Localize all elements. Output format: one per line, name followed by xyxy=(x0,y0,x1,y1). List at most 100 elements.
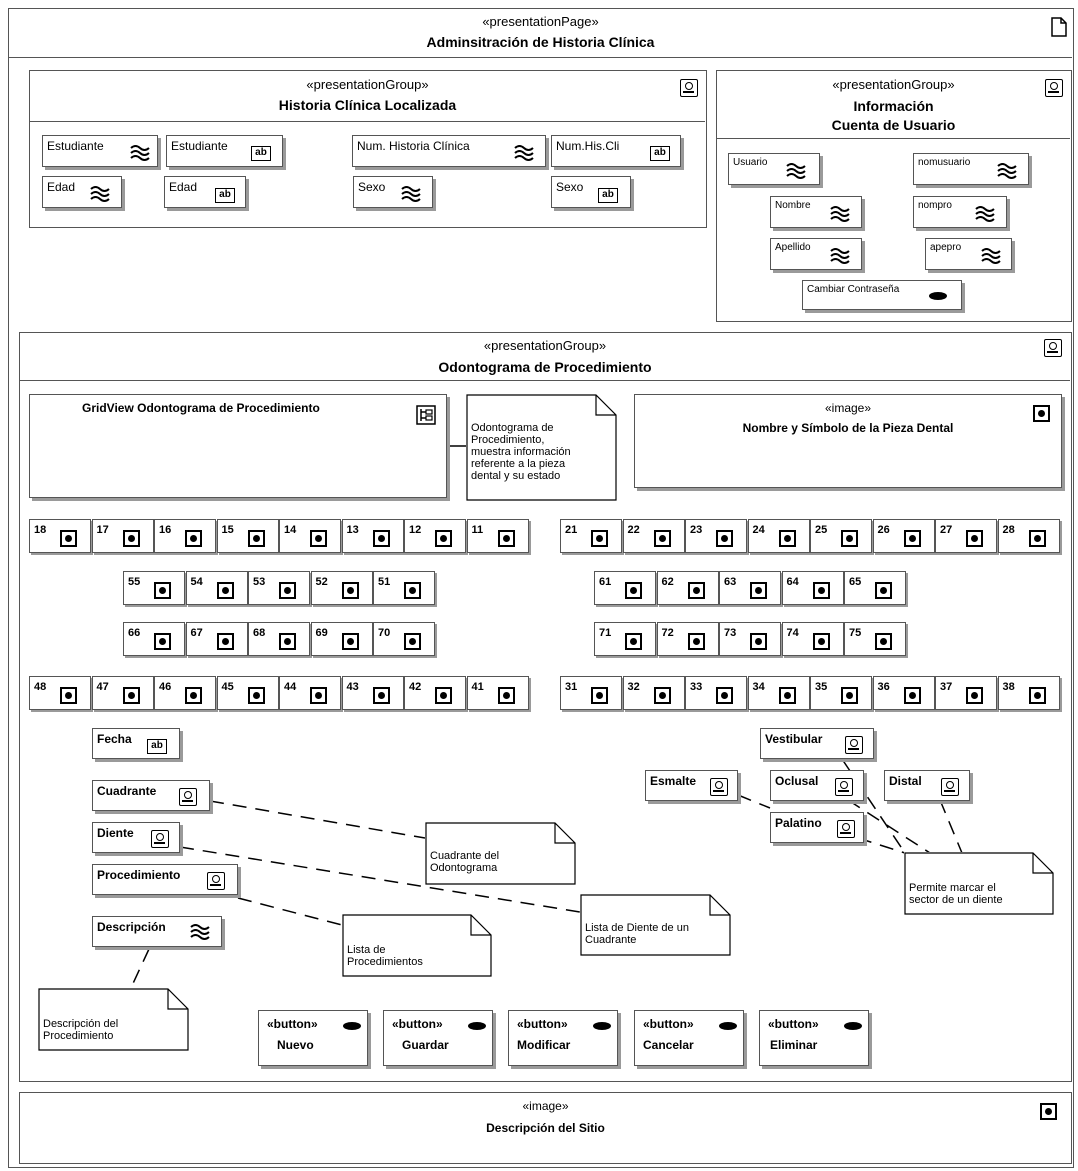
tooth-51[interactable]: 51 xyxy=(373,571,435,605)
guardar-button[interactable]: «button» Guardar xyxy=(383,1010,493,1066)
sexo-textbox[interactable]: Sexo ab xyxy=(551,176,631,208)
tooth-65[interactable]: 65 xyxy=(844,571,906,605)
vestibular-control[interactable]: Vestibular xyxy=(760,728,874,759)
tooth-68[interactable]: 68 xyxy=(248,622,310,656)
button-icon xyxy=(844,1022,862,1030)
tooth-26[interactable]: 26 xyxy=(872,519,935,553)
nomusuario-textarea[interactable]: nomusuario xyxy=(913,153,1029,185)
modificar-button[interactable]: «button» Modificar xyxy=(508,1010,618,1066)
nuevo-button[interactable]: «button» Nuevo xyxy=(258,1010,368,1066)
tooth-67[interactable]: 67 xyxy=(185,622,248,656)
apellido-textarea[interactable]: Apellido xyxy=(770,238,862,270)
edad-textbox[interactable]: Edad ab xyxy=(164,176,246,208)
tooth-34[interactable]: 34 xyxy=(747,676,810,710)
tooth-number: 70 xyxy=(378,627,391,639)
gridview-odontograma[interactable]: GridView Odontograma de Procedimiento xyxy=(29,394,447,498)
distal-control[interactable]: Distal xyxy=(884,770,970,801)
edad-textarea[interactable]: Edad xyxy=(42,176,122,208)
tooth-71[interactable]: 71 xyxy=(594,622,656,656)
tooth-46[interactable]: 46 xyxy=(154,676,216,710)
tooth-64[interactable]: 64 xyxy=(781,571,844,605)
tooth-38[interactable]: 38 xyxy=(997,676,1060,710)
tooth-44[interactable]: 44 xyxy=(279,676,341,710)
tooth-31[interactable]: 31 xyxy=(560,676,622,710)
tooth-48[interactable]: 48 xyxy=(29,676,91,710)
field-label: Descripción xyxy=(97,920,166,934)
estudiante-textbox[interactable]: Estudiante ab xyxy=(166,135,283,167)
tooth-25[interactable]: 25 xyxy=(810,519,872,553)
tooth-number: 11 xyxy=(471,524,484,536)
image-icon xyxy=(841,530,858,547)
diente-control[interactable]: Diente xyxy=(92,822,180,853)
tooth-28[interactable]: 28 xyxy=(997,519,1060,553)
button-label: Cancelar xyxy=(643,1038,694,1052)
palatino-control[interactable]: Palatino xyxy=(770,812,864,843)
tooth-21[interactable]: 21 xyxy=(560,519,622,553)
tooth-70[interactable]: 70 xyxy=(373,622,435,656)
apepro-textarea[interactable]: apepro xyxy=(925,238,1012,270)
tooth-16[interactable]: 16 xyxy=(154,519,216,553)
odonto-header: «presentationGroup» Odontograma de Proce… xyxy=(20,333,1070,381)
fecha-textbox[interactable]: Fecha ab xyxy=(92,728,180,759)
textarea-icon xyxy=(786,163,806,179)
tooth-36[interactable]: 36 xyxy=(872,676,935,710)
eliminar-button[interactable]: «button» Eliminar xyxy=(759,1010,869,1066)
control-icon xyxy=(710,778,728,796)
tooth-63[interactable]: 63 xyxy=(719,571,781,605)
tooth-42[interactable]: 42 xyxy=(404,676,466,710)
tooth-47[interactable]: 47 xyxy=(91,676,154,710)
button-stereotype: «button» xyxy=(517,1017,568,1031)
tooth-62[interactable]: 62 xyxy=(656,571,719,605)
sexo-textarea[interactable]: Sexo xyxy=(353,176,433,208)
tooth-66[interactable]: 66 xyxy=(123,622,185,656)
tooth-24[interactable]: 24 xyxy=(747,519,810,553)
nompro-textarea[interactable]: nompro xyxy=(913,196,1007,228)
cancelar-button[interactable]: «button» Cancelar xyxy=(634,1010,744,1066)
num-historia-textarea[interactable]: Num. Historia Clínica xyxy=(352,135,546,167)
estudiante-textarea[interactable]: Estudiante xyxy=(42,135,158,167)
tooth-14[interactable]: 14 xyxy=(279,519,341,553)
oclusal-control[interactable]: Oclusal xyxy=(770,770,864,801)
control-icon xyxy=(835,778,853,796)
tooth-23[interactable]: 23 xyxy=(685,519,747,553)
tooth-74[interactable]: 74 xyxy=(781,622,844,656)
tooth-33[interactable]: 33 xyxy=(685,676,747,710)
tooth-54[interactable]: 54 xyxy=(185,571,248,605)
tooth-number: 21 xyxy=(565,524,578,536)
tooth-45[interactable]: 45 xyxy=(216,676,279,710)
tooth-52[interactable]: 52 xyxy=(310,571,373,605)
num-his-cli-textbox[interactable]: Num.His.Cli ab xyxy=(551,135,681,167)
tooth-15[interactable]: 15 xyxy=(216,519,279,553)
tooth-number: 33 xyxy=(690,681,703,693)
tooth-72[interactable]: 72 xyxy=(656,622,719,656)
tooth-18[interactable]: 18 xyxy=(29,519,91,553)
cambiar-contrasena-button[interactable]: Cambiar Contraseña xyxy=(802,280,962,310)
tooth-69[interactable]: 69 xyxy=(310,622,373,656)
procedimiento-control[interactable]: Procedimiento xyxy=(92,864,238,895)
image-icon xyxy=(903,687,921,704)
tooth-27[interactable]: 27 xyxy=(935,519,997,553)
tooth-13[interactable]: 13 xyxy=(341,519,404,553)
tooth-35[interactable]: 35 xyxy=(810,676,872,710)
esmalte-control[interactable]: Esmalte xyxy=(645,770,738,801)
tooth-43[interactable]: 43 xyxy=(341,676,404,710)
tooth-32[interactable]: 32 xyxy=(622,676,685,710)
descripcion-textarea[interactable]: Descripción xyxy=(92,916,222,947)
tooth-number: 43 xyxy=(346,681,359,693)
tooth-41[interactable]: 41 xyxy=(466,676,529,710)
tooth-22[interactable]: 22 xyxy=(622,519,685,553)
tooth-17[interactable]: 17 xyxy=(91,519,154,553)
tooth-11[interactable]: 11 xyxy=(466,519,529,553)
nombre-textarea[interactable]: Nombre xyxy=(770,196,862,228)
cuadrante-control[interactable]: Cuadrante xyxy=(92,780,210,811)
tooth-73[interactable]: 73 xyxy=(719,622,781,656)
tooth-37[interactable]: 37 xyxy=(935,676,997,710)
tooth-12[interactable]: 12 xyxy=(404,519,466,553)
image-icon xyxy=(625,633,642,650)
tooth-55[interactable]: 55 xyxy=(123,571,185,605)
usuario-textarea[interactable]: Usuario xyxy=(728,153,820,185)
tooth-53[interactable]: 53 xyxy=(248,571,310,605)
tooth-75[interactable]: 75 xyxy=(844,622,906,656)
tooth-number: 18 xyxy=(34,524,47,536)
tooth-61[interactable]: 61 xyxy=(594,571,656,605)
